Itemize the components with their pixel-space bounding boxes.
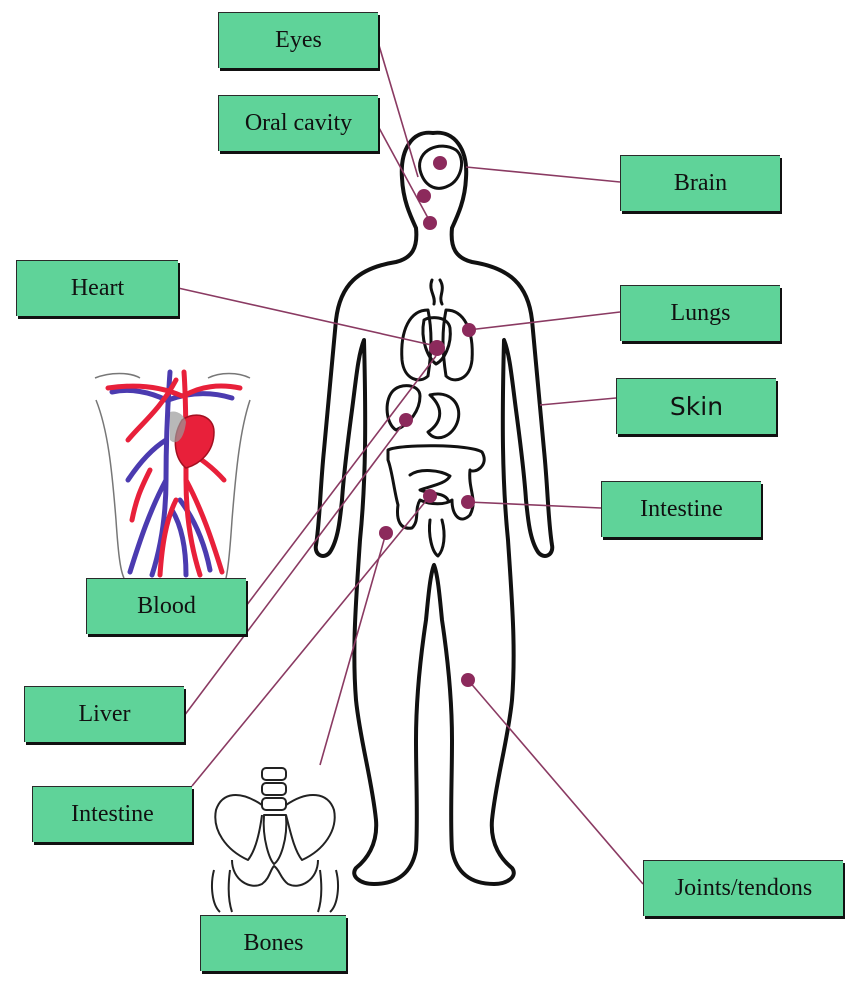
marker-joints: [461, 673, 475, 687]
label-oral-cavity-text: Oral cavity: [244, 110, 353, 136]
connector-heart: [177, 287, 437, 347]
label-intestine-right: Intestine: [601, 481, 761, 537]
pubis: [231, 859, 319, 887]
connector-liver: [183, 419, 407, 717]
lung-shade: [170, 411, 186, 443]
label-eyes-text: Eyes: [275, 27, 322, 53]
label-bones: Bones: [200, 915, 346, 971]
label-joints-tendons-text: Joints/tendons: [674, 875, 813, 901]
marker-eyes-2: [417, 189, 431, 203]
label-intestine-left: Intestine: [32, 786, 192, 842]
label-liver: Liver: [24, 686, 184, 742]
marker-intestine-right: [461, 495, 475, 509]
body-outline: [313, 130, 555, 886]
marker-lungs: [462, 323, 476, 337]
vertebra-3: [261, 797, 287, 811]
body-silhouette: [313, 130, 555, 886]
torso-outline: [94, 372, 251, 579]
connector-blood: [245, 355, 437, 607]
marker-liver: [399, 413, 413, 427]
heart-illustration: [174, 414, 215, 469]
connector-oral-cavity: [377, 125, 429, 219]
trachea-shape: [429, 278, 444, 306]
stomach-shape: [426, 392, 461, 440]
label-blood-text: Blood: [137, 593, 196, 619]
connector-skin: [539, 397, 617, 406]
label-joints-tendons: Joints/tendons: [643, 860, 843, 916]
pelvis-illustration: [211, 767, 339, 913]
marker-intestine-left: [423, 489, 437, 503]
circulatory-torso-illustration: [94, 369, 251, 579]
marker-eyes: [433, 156, 447, 170]
connector-intestine-right: [467, 501, 602, 509]
label-heart: Heart: [16, 260, 178, 316]
connector-eyes: [377, 41, 419, 178]
femur-head-left: [211, 869, 233, 913]
vertebra-top: [261, 767, 287, 781]
liver-shape: [385, 384, 422, 432]
marker-heart: [429, 340, 445, 356]
iliac-left: [214, 794, 263, 861]
connector-lines: [177, 41, 644, 885]
left-lung-shape: [400, 308, 433, 382]
label-heart-text: Heart: [70, 275, 125, 301]
label-oral-cavity: Oral cavity: [218, 95, 378, 151]
right-lung-shape: [441, 308, 474, 382]
label-lungs: Lungs: [620, 285, 780, 341]
label-blood: Blood: [86, 578, 246, 634]
veins: [109, 369, 235, 578]
pelvis-shape: [428, 518, 446, 558]
sacrum: [262, 814, 288, 865]
femur-head-right: [317, 869, 339, 913]
connector-joints: [467, 679, 644, 885]
organ-outlines: [385, 144, 486, 558]
marker-oral-cavity: [423, 216, 437, 230]
connector-lungs: [467, 311, 621, 331]
heart-shape: [421, 316, 452, 366]
label-skin-text: Skin: [669, 392, 724, 421]
label-skin: Skin: [616, 378, 776, 434]
marker-bones: [379, 526, 393, 540]
connector-bones: [319, 532, 387, 766]
connector-intestine-left: [191, 495, 431, 787]
label-intestine-right-text: Intestine: [640, 496, 723, 522]
colon-shape: [386, 444, 486, 530]
label-brain-text: Brain: [673, 170, 728, 196]
arteries: [105, 369, 243, 578]
label-bones-text: Bones: [243, 930, 304, 956]
connector-brain: [465, 166, 621, 183]
label-brain: Brain: [620, 155, 780, 211]
brain-shape: [418, 144, 464, 190]
label-intestine-left-text: Intestine: [71, 801, 154, 827]
marker-dots: [379, 156, 476, 687]
vertebra-2: [261, 782, 287, 796]
label-liver-text: Liver: [78, 701, 131, 727]
label-eyes: Eyes: [218, 12, 378, 68]
iliac-right: [285, 793, 336, 861]
label-lungs-text: Lungs: [670, 300, 731, 326]
